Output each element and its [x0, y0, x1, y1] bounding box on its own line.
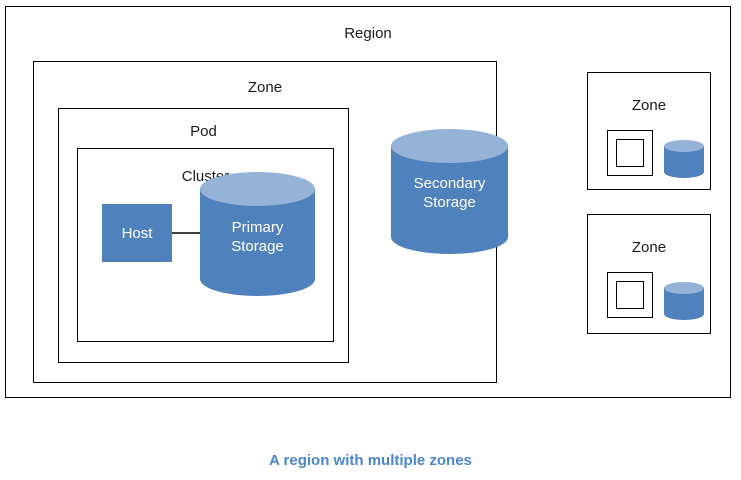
- host-label: Host: [121, 224, 153, 242]
- secondary-storage-cylinder-icon: Secondary Storage: [391, 129, 508, 254]
- zone-small-1-label: Zone: [631, 97, 667, 114]
- cylinder-top: [200, 172, 315, 206]
- cylinder-top: [664, 140, 704, 152]
- secondary-storage-label-line1: Secondary: [413, 175, 486, 192]
- host-to-primary-storage-connector: [172, 232, 202, 234]
- zone-small-box-2: Zone: [587, 214, 711, 334]
- cylinder-bottom: [664, 308, 704, 320]
- primary-storage-label: Primary Storage: [200, 219, 315, 257]
- diagram-caption: A region with multiple zones: [269, 452, 472, 469]
- region-label: Region: [344, 25, 392, 42]
- cluster-box: Cluster Host Primary Storage: [77, 148, 334, 342]
- primary-storage-cylinder-icon: Primary Storage: [200, 172, 315, 296]
- host-box: Host: [102, 204, 172, 262]
- zone-small-2-label: Zone: [631, 239, 667, 256]
- zone-main-box: Zone Pod Cluster Host: [33, 61, 508, 383]
- cylinder-top: [664, 282, 704, 294]
- cylinder-bottom: [391, 220, 508, 254]
- primary-storage-label-line1: Primary: [231, 219, 284, 236]
- region-box: Region Zone Pod Cluster Host: [5, 6, 731, 398]
- mini-cluster-box-2: [616, 281, 644, 309]
- pod-label: Pod: [190, 123, 217, 140]
- secondary-storage-label-line2: Storage: [423, 193, 476, 211]
- mini-pod-box-2: [607, 272, 653, 318]
- zone-small-box-1: Zone: [587, 72, 711, 190]
- cylinder-top: [391, 129, 508, 163]
- primary-storage-label-line2: Storage: [231, 237, 284, 255]
- mini-storage-cylinder-icon-1: [664, 140, 704, 178]
- mini-cluster-box-1: [616, 139, 644, 167]
- cylinder-bottom: [664, 166, 704, 178]
- zone-main-label: Zone: [247, 79, 283, 96]
- mini-pod-box-1: [607, 130, 653, 176]
- mini-storage-cylinder-icon-2: [664, 282, 704, 320]
- secondary-storage-label: Secondary Storage: [391, 175, 508, 213]
- pod-box: Pod Cluster Host: [58, 108, 349, 363]
- cylinder-bottom: [200, 262, 315, 296]
